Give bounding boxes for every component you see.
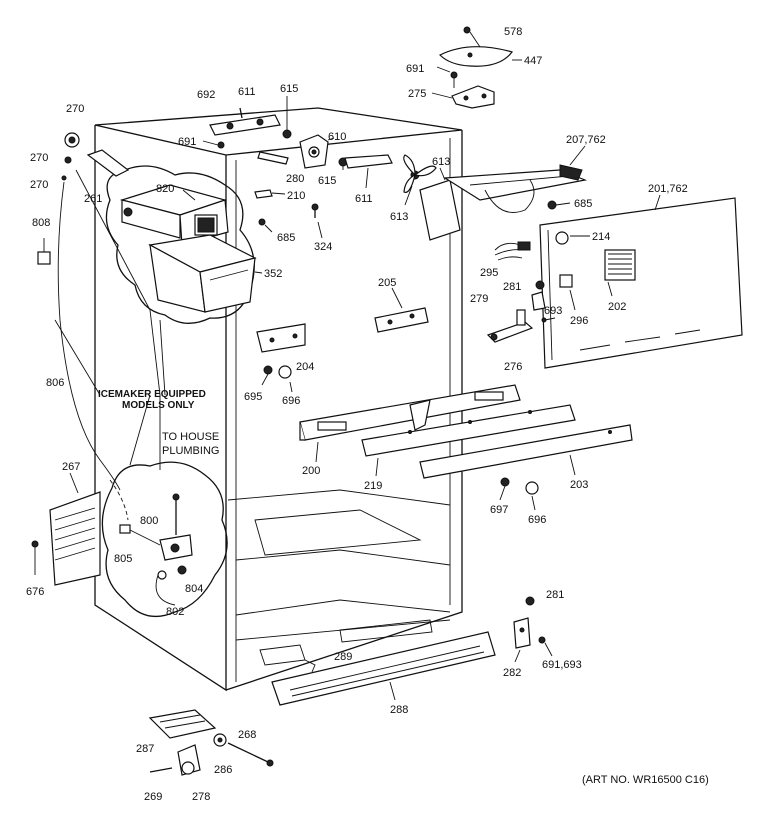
fill-tube-261 bbox=[86, 149, 130, 177]
fan-bracket-207 bbox=[419, 164, 588, 241]
part-label: 447 bbox=[524, 55, 542, 67]
part-label: 691 bbox=[406, 63, 424, 75]
part-label: 261 bbox=[84, 193, 102, 205]
roller-bracket-287 bbox=[148, 709, 217, 739]
part-label: 611 bbox=[238, 86, 256, 98]
part-label: 615 bbox=[280, 83, 298, 95]
fan-blade-613 bbox=[403, 154, 437, 193]
bracket-275 bbox=[451, 85, 495, 109]
part-label: 200 bbox=[302, 465, 320, 477]
part-label: 615 bbox=[318, 175, 336, 187]
part-label: 695 bbox=[244, 391, 262, 403]
part-label: 214 bbox=[592, 231, 610, 243]
part-label: 270 bbox=[30, 179, 48, 191]
part-label: 295 bbox=[480, 267, 498, 279]
roller-278 bbox=[177, 744, 201, 776]
part-label: 268 bbox=[238, 729, 256, 741]
part-label: 610 bbox=[328, 131, 346, 143]
part-label: 685 bbox=[277, 232, 295, 244]
part-label: 203 bbox=[570, 479, 588, 491]
part-label: 696 bbox=[282, 395, 300, 407]
part-label: 324 bbox=[314, 241, 332, 253]
art-number: (ART NO. WR16500 C16) bbox=[582, 774, 709, 786]
part-label: 279 bbox=[470, 293, 488, 305]
part-label: 281 bbox=[503, 281, 521, 293]
part-label: 611 bbox=[355, 193, 373, 205]
part-label: 270 bbox=[30, 152, 48, 164]
part-label: 805 bbox=[114, 553, 132, 565]
rail-203 bbox=[419, 424, 633, 479]
part-label: 269 bbox=[144, 791, 162, 803]
part-label: 697 bbox=[490, 504, 508, 516]
icemaker-820 bbox=[119, 184, 229, 246]
plumbing-note-line2: PLUMBING bbox=[162, 445, 219, 457]
base-grille-288 bbox=[271, 631, 496, 706]
air-duct-611 bbox=[209, 114, 281, 136]
part-label: 613 bbox=[432, 156, 450, 168]
part-label: 201,762 bbox=[648, 183, 688, 195]
part-label: 288 bbox=[390, 704, 408, 716]
part-label: 280 bbox=[286, 173, 304, 185]
icemaker-note-line2: MODELS ONLY bbox=[122, 400, 195, 411]
duct-611b bbox=[344, 154, 393, 169]
damper-276 bbox=[486, 309, 534, 343]
bracket-204 bbox=[256, 323, 306, 353]
part-label: 278 bbox=[192, 791, 210, 803]
part-label: 802 bbox=[166, 606, 184, 618]
bracket-205 bbox=[374, 307, 429, 333]
air-hose-280 bbox=[257, 151, 289, 165]
ice-bucket-352 bbox=[148, 234, 257, 313]
part-label: 289 bbox=[334, 651, 352, 663]
valve-808 bbox=[37, 251, 51, 265]
part-label: 270 bbox=[66, 103, 84, 115]
part-label: 691 bbox=[178, 136, 196, 148]
part-label: 207,762 bbox=[566, 134, 606, 146]
access-cover-267 bbox=[49, 491, 101, 586]
part-label: 692 bbox=[197, 89, 215, 101]
part-label: 806 bbox=[46, 377, 64, 389]
part-label: 676 bbox=[26, 586, 44, 598]
screw-210 bbox=[254, 189, 273, 199]
part-label: 820 bbox=[156, 183, 174, 195]
rail-219 bbox=[361, 404, 576, 457]
control-panel-201 bbox=[539, 197, 743, 369]
part-label: 696 bbox=[528, 514, 546, 526]
hinge-282 bbox=[513, 617, 531, 649]
part-label: 204 bbox=[296, 361, 314, 373]
part-label: 800 bbox=[140, 515, 158, 527]
water-valve-800 bbox=[159, 493, 193, 561]
part-label: 202 bbox=[608, 301, 626, 313]
part-label: 685 bbox=[574, 198, 592, 210]
clip-289 bbox=[304, 659, 316, 673]
part-label: 296 bbox=[570, 315, 588, 327]
part-label: 613 bbox=[390, 211, 408, 223]
part-label: 578 bbox=[504, 26, 522, 38]
water-line-806 bbox=[57, 181, 121, 491]
plumbing-note-line1: TO HOUSE bbox=[162, 431, 219, 443]
part-label: 281 bbox=[546, 589, 564, 601]
part-label: 808 bbox=[32, 217, 50, 229]
cover-447 bbox=[438, 46, 514, 67]
icemaker-note-line1: ICEMAKER EQUIPPED bbox=[98, 389, 206, 400]
part-label: 282 bbox=[503, 667, 521, 679]
thermostat-610 bbox=[299, 134, 329, 169]
part-label: 693 bbox=[544, 305, 562, 317]
part-label: 286 bbox=[214, 764, 232, 776]
part-label: 210 bbox=[287, 190, 305, 202]
part-label: 276 bbox=[504, 361, 522, 373]
part-label: 219 bbox=[364, 480, 382, 492]
part-label: 352 bbox=[264, 268, 282, 280]
part-label: 205 bbox=[378, 277, 396, 289]
part-label: 275 bbox=[408, 88, 426, 100]
part-label: 804 bbox=[185, 583, 203, 595]
part-label: 267 bbox=[62, 461, 80, 473]
cabinet-shell bbox=[94, 107, 463, 692]
plumbing-cloud bbox=[101, 461, 228, 618]
part-label: 691,693 bbox=[542, 659, 582, 671]
part-label: 287 bbox=[136, 743, 154, 755]
rail-200 bbox=[299, 384, 521, 441]
